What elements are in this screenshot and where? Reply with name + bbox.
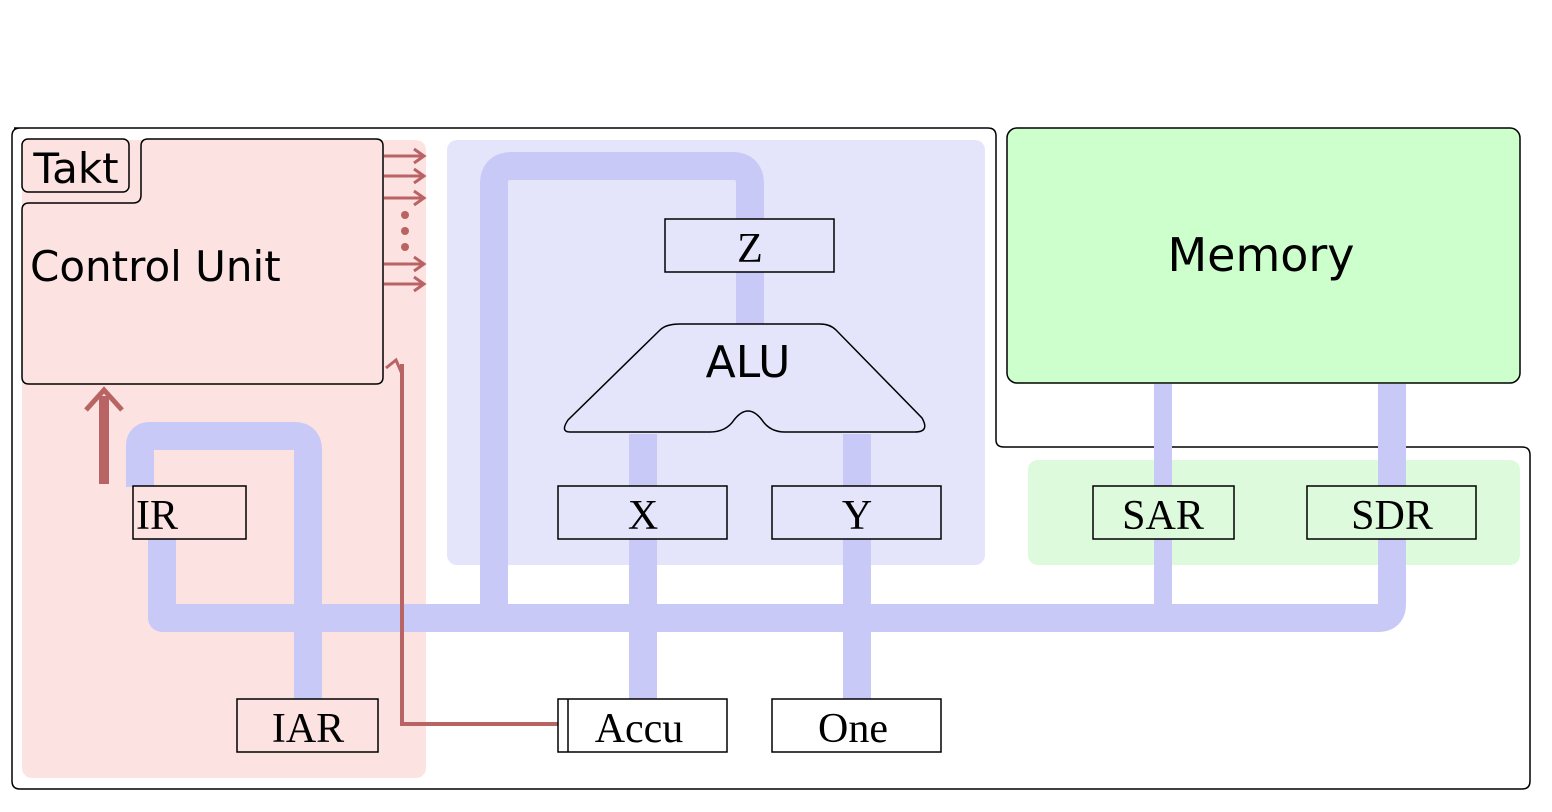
alu-shape	[563, 323, 926, 433]
ir-register-label: IR	[136, 493, 178, 539]
iar-register	[236, 698, 379, 753]
sar-register-label: SAR	[1122, 493, 1204, 539]
x-register-label: X	[628, 493, 658, 539]
y-register-label: Y	[842, 493, 872, 539]
takt-box	[21, 138, 130, 193]
ir-loop-bus	[126, 422, 322, 700]
main-bus	[148, 384, 1406, 632]
memory-box	[1006, 127, 1521, 384]
ir-register	[132, 485, 247, 540]
z-register-label: Z	[737, 226, 763, 272]
sdr-register	[1306, 485, 1477, 540]
x-register	[557, 485, 728, 540]
takt-label: Takt	[32, 144, 118, 193]
control-unit-label: Control Unit	[30, 242, 281, 291]
control-unit-box	[21, 138, 384, 385]
iar-register-label: IAR	[272, 706, 344, 752]
accu-register	[557, 698, 728, 753]
alu-label: ALU	[706, 337, 791, 388]
system-frame	[11, 127, 1531, 790]
one-register-label: One	[818, 706, 888, 752]
accu-control-signal	[385, 357, 560, 726]
sdr-register-label: SDR	[1351, 493, 1433, 539]
z-register	[664, 218, 835, 273]
up-arrow-icon	[84, 386, 124, 484]
one-register	[771, 698, 942, 753]
sar-register	[1092, 485, 1235, 540]
vertical-ellipsis-icon	[401, 211, 409, 251]
alu-result-bus	[480, 152, 764, 618]
memory-label: Memory	[1167, 228, 1354, 282]
y-register	[771, 485, 942, 540]
accu-register-label: Accu	[595, 706, 684, 752]
signal-outputs-icon	[384, 147, 427, 293]
